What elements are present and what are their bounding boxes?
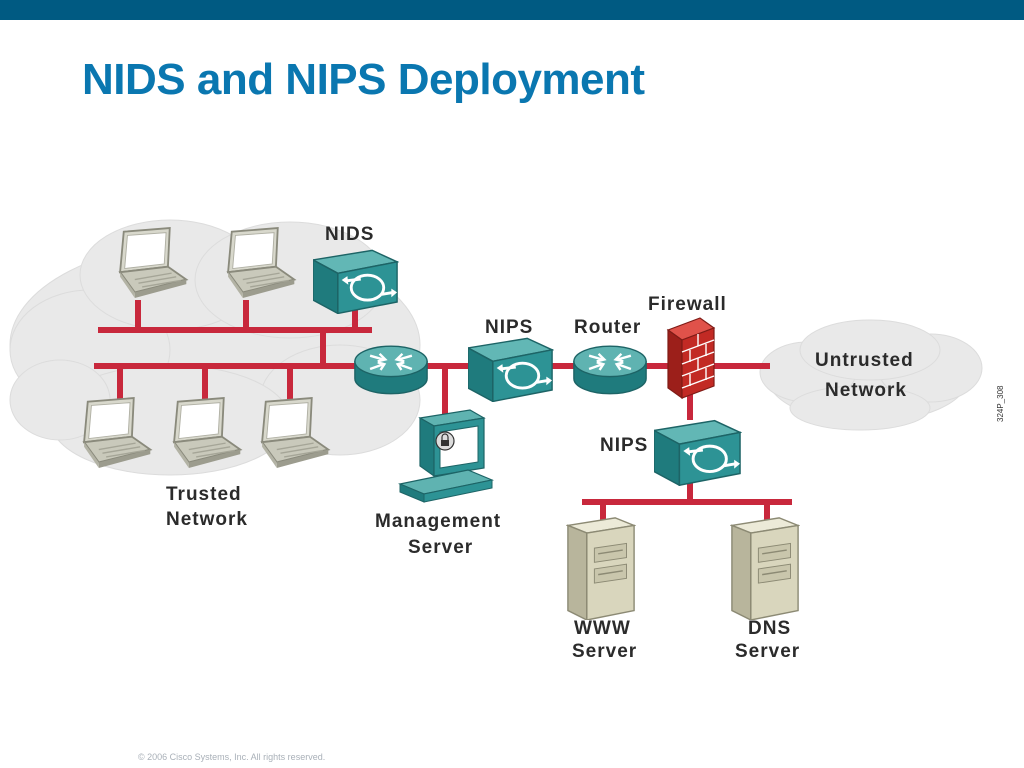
firewall-label: Firewall (648, 294, 727, 315)
management-server-icon (397, 409, 495, 503)
nids-sensor-icon (313, 248, 399, 314)
untrusted-label-line1: Untrusted (815, 350, 914, 371)
network-links (94, 295, 792, 525)
firewall-icon (666, 317, 716, 400)
trusted-label-line1: Trusted (166, 484, 242, 505)
figure-id: 324P_308 (996, 385, 1005, 422)
dns-label-line2: Server (735, 641, 800, 662)
router-label: Router (574, 317, 641, 338)
management-label-line1: Management (375, 511, 501, 532)
router-icon (572, 344, 648, 395)
www-server-icon (567, 517, 635, 620)
dns-server-icon (731, 517, 799, 620)
www-label-line1: WWW (574, 618, 631, 639)
dns-label-line1: DNS (748, 618, 791, 639)
slide-title: NIDS and NIPS Deployment (82, 55, 645, 104)
untrusted-network-cloud (759, 319, 983, 431)
www-label-line2: Server (572, 641, 637, 662)
nips-dmz-label: NIPS (600, 435, 648, 456)
inline-nips-icon (468, 336, 554, 402)
untrusted-label-line2: Network (825, 380, 907, 401)
trusted-label-line2: Network (166, 509, 248, 530)
management-label-line2: Server (408, 537, 473, 558)
copyright-footer: © 2006 Cisco Systems, Inc. All rights re… (138, 752, 326, 762)
internal-router-icon (353, 344, 429, 395)
dmz-nips-icon (654, 419, 742, 486)
nids-label: NIDS (325, 224, 374, 245)
top-bar (0, 0, 1024, 20)
nips-inline-label: NIPS (485, 317, 533, 338)
